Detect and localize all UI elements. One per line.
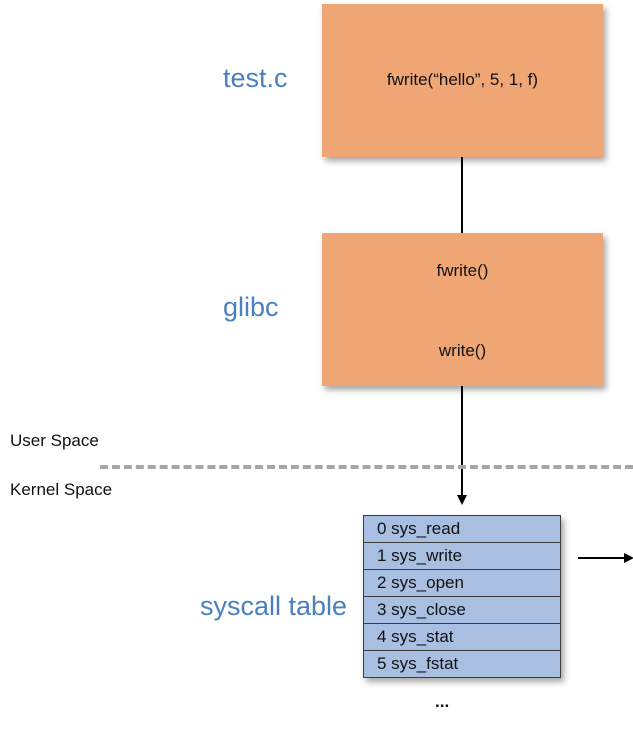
syscall-table: 0 sys_read 1 sys_write 2 sys_open 3 sys_…: [363, 515, 561, 678]
glibc-label: glibc: [223, 292, 279, 322]
syscall-row: 2 sys_open: [363, 570, 561, 597]
syscall-row: 3 sys_close: [363, 597, 561, 624]
syscall-table-ellipsis: ...: [435, 692, 450, 711]
user-space-label: User Space: [10, 431, 99, 450]
test-c-box: [322, 4, 603, 157]
user-kernel-divider: [100, 465, 633, 469]
test-c-label: test.c: [223, 63, 288, 93]
test-c-call-text: fwrite(“hello”, 5, 1, f): [386, 70, 539, 89]
glibc-fwrite-text: fwrite(): [436, 261, 489, 280]
syscall-table-label: syscall table: [200, 591, 348, 621]
syscall-row: 5 sys_fstat: [363, 651, 561, 678]
syscall-row: 4 sys_stat: [363, 624, 561, 651]
syscall-row: 1 sys_write: [363, 543, 561, 570]
kernel-space-label: Kernel Space: [10, 480, 113, 499]
glibc-write-text: write(): [438, 341, 487, 360]
syscall-row: 0 sys_read: [363, 515, 561, 543]
glibc-box: [322, 233, 603, 386]
